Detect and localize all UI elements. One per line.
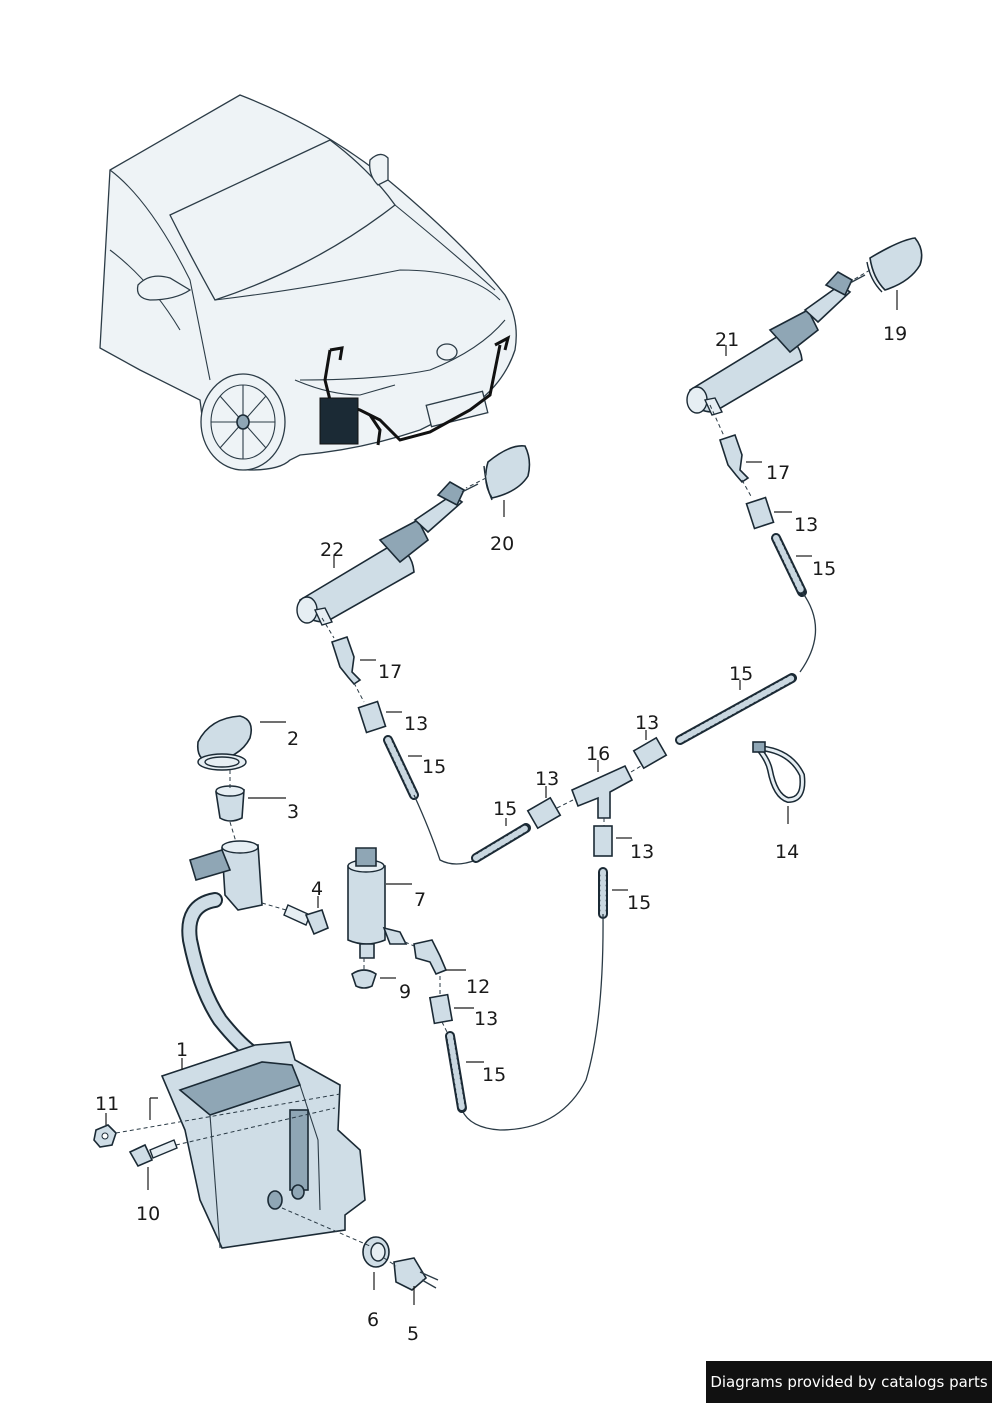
- label-13-pump: 13: [474, 1008, 498, 1030]
- connector-17-right: [718, 433, 750, 484]
- bolt-4: [283, 904, 329, 936]
- label-10: 10: [136, 1203, 160, 1225]
- hose-sleeve-13-tee-down: [593, 825, 613, 857]
- connector-17-left: [330, 635, 362, 686]
- grommet-6: [362, 1236, 390, 1268]
- washer-reservoir-1: [160, 1041, 366, 1249]
- filler-neck: [181, 840, 263, 1063]
- hose-sleeve-13-mid: [526, 796, 562, 830]
- headlight-washer-nozzle-right: [686, 270, 866, 416]
- label-4: 4: [311, 878, 323, 900]
- grommet-9: [351, 969, 377, 989]
- label-15-pump: 15: [482, 1064, 506, 1086]
- hose-sleeve-13-left: [357, 700, 387, 734]
- part-labels: 1 2 3 4 5 6 7 9 10 11 12 13 13 13 13 13 …: [95, 323, 907, 1345]
- label-2: 2: [287, 728, 299, 750]
- label-13-right: 13: [794, 514, 818, 536]
- car-illustration: [99, 94, 517, 471]
- label-13-left: 13: [404, 713, 428, 735]
- label-19: 19: [883, 323, 907, 345]
- leader-lines: [105, 290, 898, 1305]
- bolt-10: [128, 1139, 178, 1168]
- washer-nozzle-cap-left: [483, 445, 531, 501]
- level-sensor-5: [393, 1257, 439, 1291]
- cable-tie-14: [752, 741, 806, 804]
- label-15-tee: 15: [627, 892, 651, 914]
- tee-connector-16: [570, 764, 634, 819]
- label-13-top: 13: [635, 712, 659, 734]
- footer-credit: Diagrams provided by catalogs parts: [706, 1361, 992, 1403]
- washer-nozzle-cap-right: [866, 237, 923, 293]
- label-13-tee: 13: [630, 841, 654, 863]
- elbow-connector-12: [413, 939, 448, 976]
- label-17-right: 17: [766, 462, 790, 484]
- headlight-washer-nozzle-left: [296, 480, 479, 626]
- label-17-left: 17: [378, 661, 402, 683]
- label-20: 20: [490, 533, 514, 555]
- assembly-lines: [115, 269, 871, 1267]
- label-13-mid: 13: [535, 768, 559, 790]
- hose-sleeve-13-pump: [428, 993, 454, 1025]
- label-15-long: 15: [729, 663, 753, 685]
- label-9: 9: [399, 981, 411, 1003]
- label-15-mid: 15: [493, 798, 517, 820]
- label-7: 7: [414, 889, 426, 911]
- label-14: 14: [775, 841, 799, 863]
- washer-pump-7: [347, 847, 408, 959]
- filler-strainer-3: [215, 785, 245, 822]
- hose-sleeve-13-right: [745, 496, 775, 530]
- label-21: 21: [715, 329, 739, 351]
- label-6: 6: [367, 1309, 379, 1331]
- label-12: 12: [466, 976, 490, 998]
- hose-sleeve-13-top: [632, 736, 668, 770]
- label-1: 1: [176, 1039, 188, 1061]
- label-5: 5: [407, 1323, 419, 1345]
- label-3: 3: [287, 801, 299, 823]
- label-22: 22: [320, 539, 344, 561]
- label-16: 16: [586, 743, 610, 765]
- hoses-15: [383, 533, 817, 1131]
- label-15-left: 15: [422, 756, 446, 778]
- label-15-right: 15: [812, 558, 836, 580]
- filler-cap-2: [196, 715, 253, 771]
- nut-11: [93, 1124, 117, 1148]
- label-11: 11: [95, 1093, 119, 1115]
